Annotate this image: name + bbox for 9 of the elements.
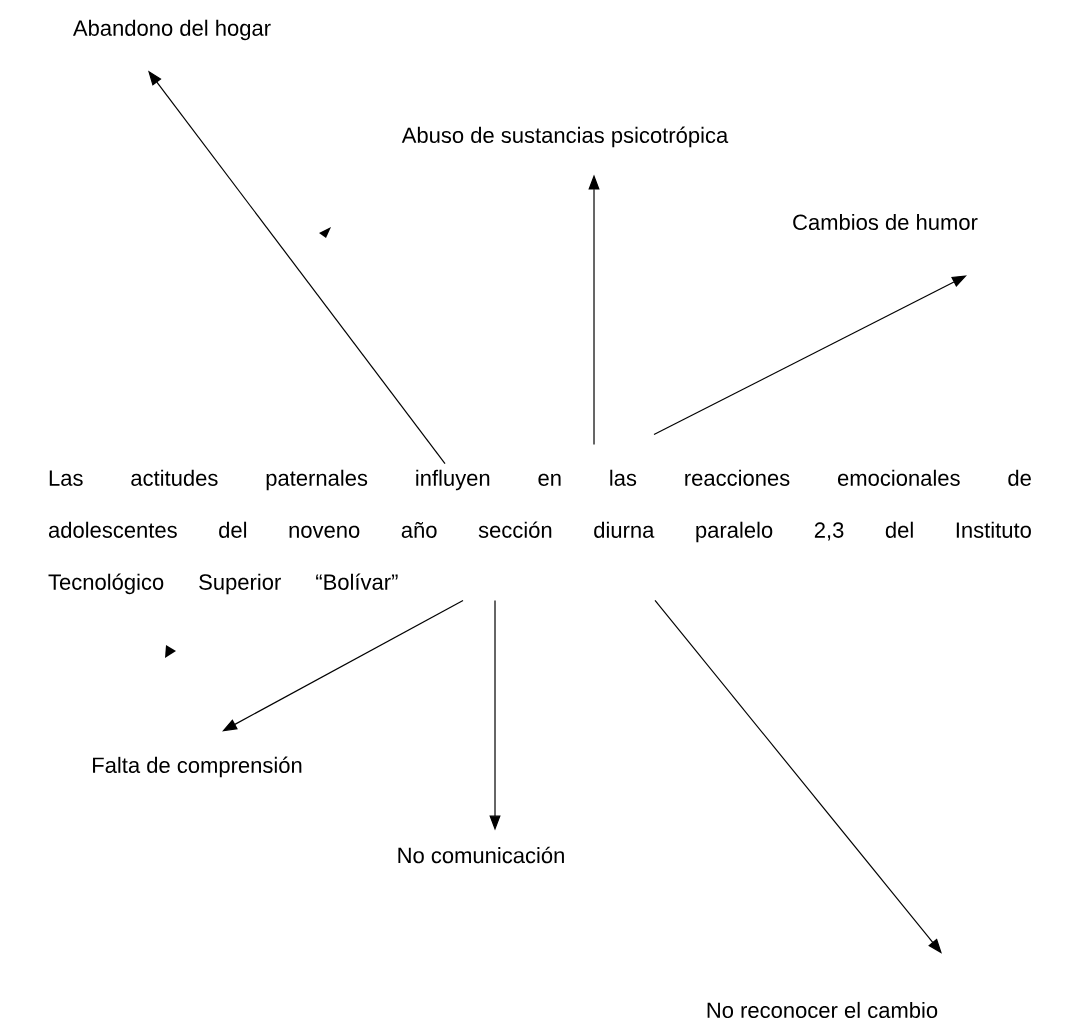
node-text: Cambios de humor <box>793 213 978 231</box>
central-statement: Las actitudes paternales influyen en las reacciones emocionales de adolescentes del noveno año sección diurna paralelo 2,3 del Instituto Tecnológico Superior “Bolívar” <box>48 469 1031 595</box>
arrow <box>222 599 464 732</box>
node-text: No reconocer el cambio <box>707 1001 938 1019</box>
node-text: Abuso de sustancias psicotrópica <box>401 126 729 148</box>
node-text: No comunicación <box>398 846 564 864</box>
node-text: Abandono del hogar <box>72 19 271 41</box>
node-text: Falta de comprensión <box>93 756 302 778</box>
arrow <box>653 275 967 436</box>
